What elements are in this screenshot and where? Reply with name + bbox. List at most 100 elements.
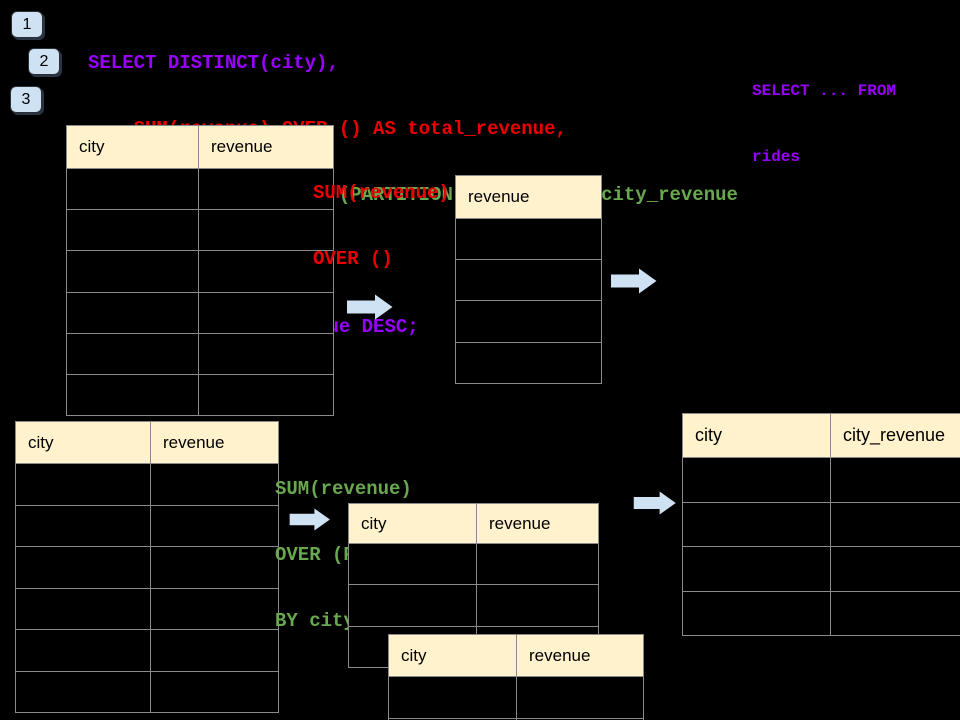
column-header-city: city <box>66 125 199 169</box>
table-row <box>682 590 960 636</box>
label-partition-line-1: SUM(revenue) <box>275 478 412 500</box>
table-row <box>66 291 334 334</box>
step-badge-1-label: 1 <box>22 15 32 33</box>
empty-cell <box>150 587 279 630</box>
table-row <box>388 718 644 720</box>
column-header-revenue: revenue <box>455 175 602 219</box>
table-header-row: revenue <box>455 175 602 219</box>
empty-cell <box>66 291 199 334</box>
empty-cell <box>15 546 151 589</box>
column-header-city: city <box>15 421 151 464</box>
empty-cell <box>682 457 831 503</box>
empty-cell <box>198 332 334 375</box>
empty-cell <box>198 209 334 252</box>
side-note-code: SELECT ... FROM rides <box>752 36 896 212</box>
empty-cell <box>66 167 199 211</box>
empty-cell <box>830 590 960 636</box>
empty-cell <box>682 590 831 636</box>
table-row <box>682 546 960 592</box>
empty-cell <box>348 584 477 627</box>
column-header-revenue: revenue <box>476 503 599 544</box>
table-row <box>455 259 602 302</box>
data-table: revenue <box>455 175 602 384</box>
table-row <box>15 670 279 713</box>
empty-cell <box>66 209 199 252</box>
table-row <box>66 209 334 252</box>
table-row <box>455 217 602 261</box>
step-badge-3-label: 3 <box>21 90 31 108</box>
empty-cell <box>455 259 602 302</box>
empty-cell <box>476 584 599 627</box>
column-header-city: city <box>682 413 831 458</box>
label-total-revenue-line-1: SUM(revenue) <box>313 182 450 204</box>
column-header-city: city <box>348 503 477 544</box>
empty-cell <box>15 587 151 630</box>
side-note-line-1: SELECT ... FROM <box>752 82 897 100</box>
empty-cell <box>830 546 960 592</box>
table-row <box>66 332 334 375</box>
step-badge-1: 1 <box>11 11 43 38</box>
right-arrow-icon <box>633 491 676 515</box>
empty-cell <box>830 501 960 547</box>
empty-cell <box>516 718 644 720</box>
label-total-revenue-line-2: OVER () <box>313 248 393 270</box>
table-row <box>15 504 279 547</box>
empty-cell <box>476 542 599 586</box>
column-header-revenue: revenue <box>198 125 334 169</box>
table-row <box>15 546 279 589</box>
table-row <box>66 373 334 417</box>
table-row <box>455 341 602 384</box>
empty-cell <box>150 546 279 589</box>
step-badge-3: 3 <box>10 86 42 113</box>
empty-cell <box>15 629 151 672</box>
empty-cell <box>682 501 831 547</box>
empty-cell <box>15 670 151 713</box>
empty-cell <box>15 504 151 547</box>
table-row <box>455 300 602 343</box>
table-row <box>682 457 960 503</box>
side-note-line-2: rides <box>752 148 801 166</box>
step-badge-2-label: 2 <box>39 52 49 70</box>
table-row <box>15 463 279 506</box>
empty-cell <box>66 250 199 293</box>
sql-line-select: SELECT DISTINCT(city), <box>88 52 339 74</box>
right-arrow-icon <box>611 268 657 294</box>
empty-cell <box>150 463 279 506</box>
right-arrow-icon <box>347 294 393 320</box>
table-row <box>66 167 334 211</box>
table-row <box>682 501 960 547</box>
empty-cell <box>15 463 151 506</box>
empty-cell <box>150 629 279 672</box>
right-arrow-icon <box>289 508 330 531</box>
table-row <box>15 629 279 672</box>
table-row <box>388 676 644 719</box>
column-header-city_revenue: city_revenue <box>830 413 960 458</box>
empty-cell <box>66 373 199 417</box>
table-row <box>348 542 599 586</box>
column-header-city: city <box>388 634 517 677</box>
empty-cell <box>198 167 334 211</box>
column-header-revenue: revenue <box>150 421 279 464</box>
empty-cell <box>198 373 334 417</box>
empty-cell <box>455 341 602 384</box>
table-row <box>15 587 279 630</box>
empty-cell <box>682 546 831 592</box>
empty-cell <box>455 217 602 261</box>
empty-cell <box>516 676 644 719</box>
empty-cell <box>830 457 960 503</box>
empty-cell <box>66 332 199 375</box>
label-total-revenue: SUM(revenue) OVER () <box>313 138 450 314</box>
empty-cell <box>150 504 279 547</box>
